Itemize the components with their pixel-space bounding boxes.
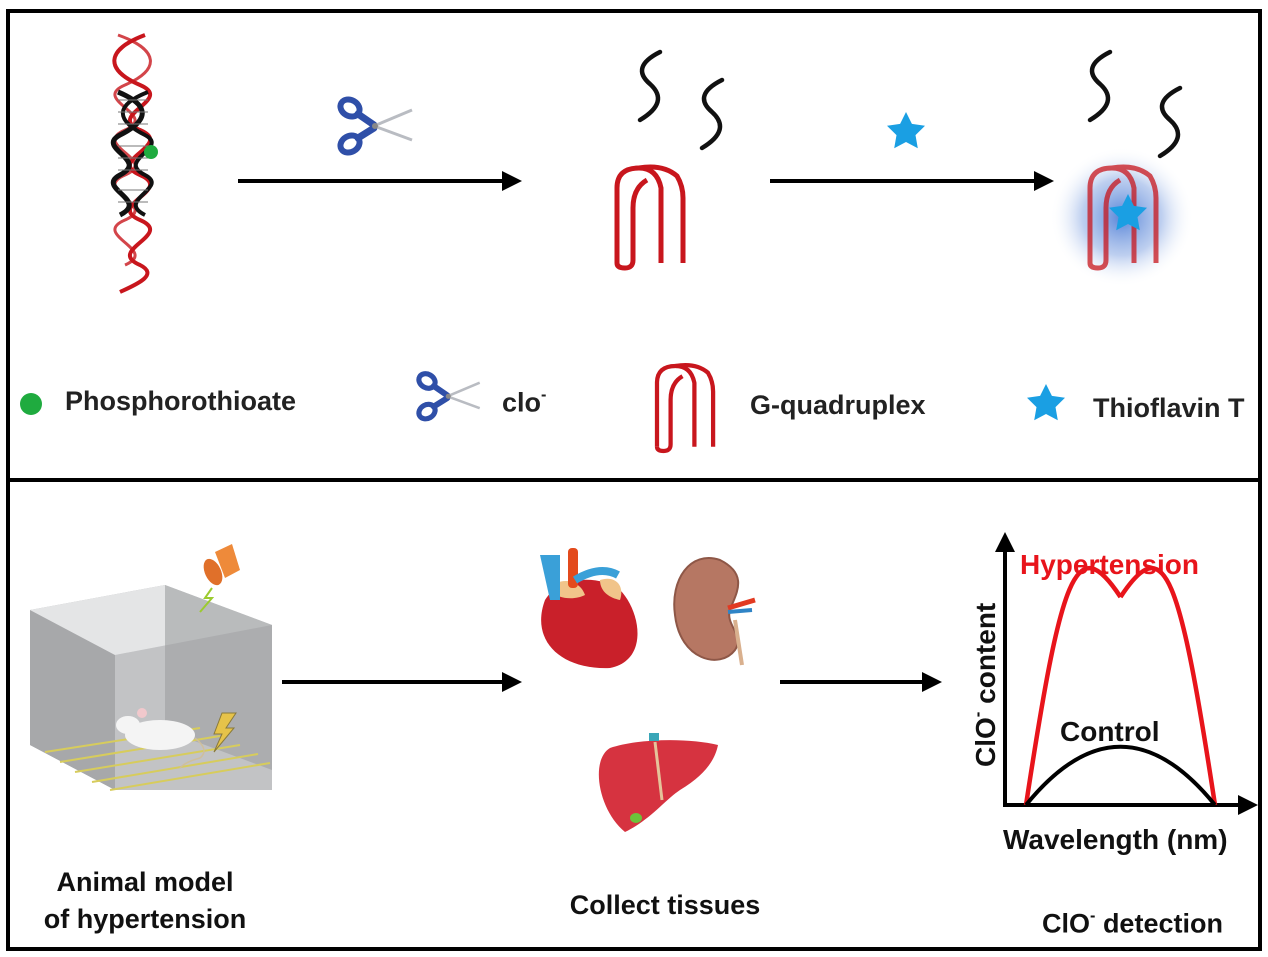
legend-scissors-icon — [416, 371, 479, 422]
panel-divider — [6, 478, 1262, 482]
clo-content-plot — [995, 532, 1258, 815]
y-axis-main: ClO — [969, 717, 1001, 768]
single-strand-icon — [702, 80, 722, 148]
thioflavin-star-icon — [887, 112, 925, 149]
x-axis-label: Wavelength (nm) — [1003, 824, 1228, 855]
y-axis-sup: - — [968, 711, 988, 718]
kidney-icon — [673, 557, 756, 666]
caption-clo-detection: ClO- detection — [1000, 898, 1265, 942]
phosphorothioate-dot-icon — [144, 145, 158, 159]
legend-phosphorothioate-icon — [20, 393, 42, 415]
scissors-icon — [337, 96, 412, 156]
single-strand-icon — [640, 52, 660, 120]
series-label-hypertension: Hypertension — [1020, 549, 1199, 580]
caption-animal-line2: of hypertension — [43, 904, 247, 934]
legend-clo-sup: - — [541, 386, 547, 404]
caption-animal-model: Animal model of hypertension — [20, 864, 270, 938]
single-strand-icon — [1160, 88, 1180, 156]
series-line-hypertension — [1023, 566, 1218, 806]
single-strand-icon — [1090, 52, 1110, 120]
legend-g-quadruplex-icon — [657, 365, 713, 451]
caption-detection-rest: detection — [1095, 908, 1223, 939]
legend-star-icon — [1027, 384, 1065, 421]
legend-label-g-quadruplex: G-quadruplex — [750, 390, 926, 420]
legend-label-clo: clo- — [502, 386, 546, 418]
caption-animal-line1: Animal model — [56, 867, 234, 897]
liver-icon — [598, 733, 718, 832]
caption-collect-tissues: Collect tissues — [569, 890, 761, 920]
g-quadruplex-icon — [617, 167, 683, 268]
dna-double-helix — [110, 33, 154, 294]
legend-label-phosphorothioate: Phosphorothioate — [65, 386, 296, 416]
caption-detection-main: ClO — [1042, 908, 1091, 939]
heart-icon — [540, 548, 638, 669]
legend-clo-text: clo — [502, 387, 542, 418]
series-label-control: Control — [1060, 716, 1160, 747]
legend-label-thioflavin: Thioflavin T — [1093, 393, 1245, 423]
animal-chamber-illustration — [30, 544, 272, 791]
caption-detection-sup: - — [1090, 907, 1096, 925]
y-axis-rest: content — [969, 602, 1001, 712]
y-axis-label: ClO- content — [968, 580, 1002, 790]
series-line-control — [1024, 744, 1217, 807]
